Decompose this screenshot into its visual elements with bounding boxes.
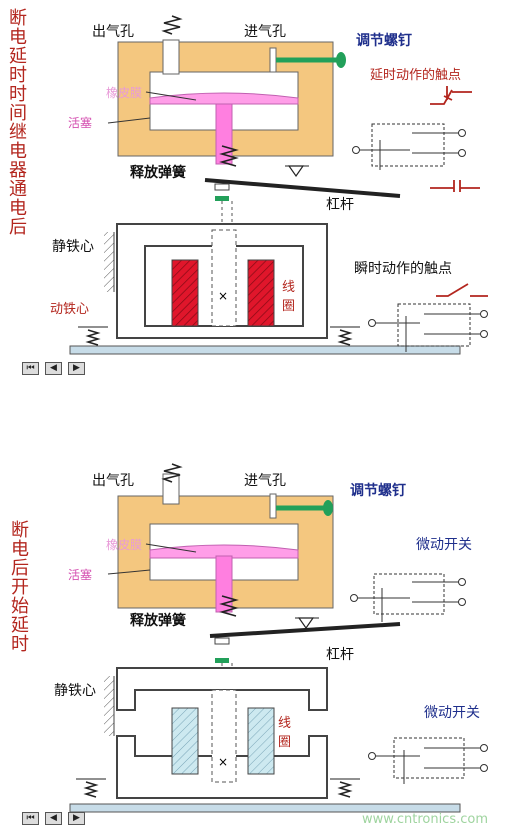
bottom-membrane-label: 橡皮膜 — [106, 538, 143, 552]
bottom-inlet-label: 进气孔 — [244, 473, 286, 489]
bottom-adjust-screw-label: 调节螺钉 — [350, 483, 406, 499]
prev-page-button[interactable]: ◀ — [45, 362, 62, 375]
piston-rod — [215, 103, 233, 165]
top-adjust-screw-label: 调节螺钉 — [356, 33, 412, 49]
first-page-button[interactable]: ⏮ — [22, 362, 39, 375]
bottom-static-core-label: 静铁心 — [54, 683, 96, 699]
top-title: 断电延时时间继电器通电后 — [6, 8, 27, 236]
next-page-button[interactable]: ▶ — [68, 362, 85, 375]
bottom-lever-label: 杠杆 — [326, 647, 354, 663]
top-release-spring-label: 释放弹簧 — [130, 165, 186, 181]
svg-text:×: × — [218, 289, 228, 303]
release-spring — [219, 145, 239, 167]
first-page-button-2[interactable]: ⏮ — [22, 812, 39, 825]
bottom-outlet-label: 出气孔 — [92, 473, 134, 489]
coil-left-2 — [171, 707, 199, 775]
coil-right-2 — [247, 707, 275, 775]
top-membrane-label: 橡皮膜 — [106, 86, 143, 100]
top-moving-core-label: 动铁心 — [50, 302, 90, 317]
top-static-core-label: 静铁心 — [52, 239, 94, 255]
static-core-2 — [116, 667, 328, 711]
bottom-release-spring-label: 释放弹簧 — [130, 613, 186, 629]
bottom-micro-switch-label-2: 微动开关 — [424, 705, 480, 721]
top-piston-label: 活塞 — [68, 116, 93, 130]
base-plate — [69, 345, 461, 355]
base-plate-2 — [69, 803, 461, 813]
top-inlet-label: 进气孔 — [244, 24, 286, 40]
next-page-button-2[interactable]: ▶ — [68, 812, 85, 825]
top-instant-contact-label: 瞬时动作的触点 — [354, 261, 452, 277]
watermark: www.cntronics.com — [362, 812, 489, 827]
top-delay-contact-label: 延时动作的触点 — [370, 68, 462, 83]
coil-left — [171, 259, 199, 327]
top-diagram: × — [69, 15, 488, 355]
top-lever-label: 杠杆 — [326, 197, 354, 213]
adjust-screw-head — [336, 52, 346, 68]
bottom-micro-switch-label-1: 微动开关 — [416, 537, 472, 553]
svg-text:×: × — [218, 755, 228, 769]
lever — [204, 178, 401, 198]
outlet-pipe — [162, 39, 180, 75]
top-outlet-label: 出气孔 — [92, 24, 134, 40]
bottom-coil-label: 线圈 — [278, 716, 292, 750]
coil-right — [247, 259, 275, 327]
prev-page-button-2[interactable]: ◀ — [45, 812, 62, 825]
top-coil-label: 线圈 — [282, 280, 296, 314]
bottom-piston-label: 活塞 — [68, 568, 93, 582]
bottom-diagram: × — [69, 463, 488, 813]
bottom-title: 断电后开始延时 — [8, 520, 29, 653]
